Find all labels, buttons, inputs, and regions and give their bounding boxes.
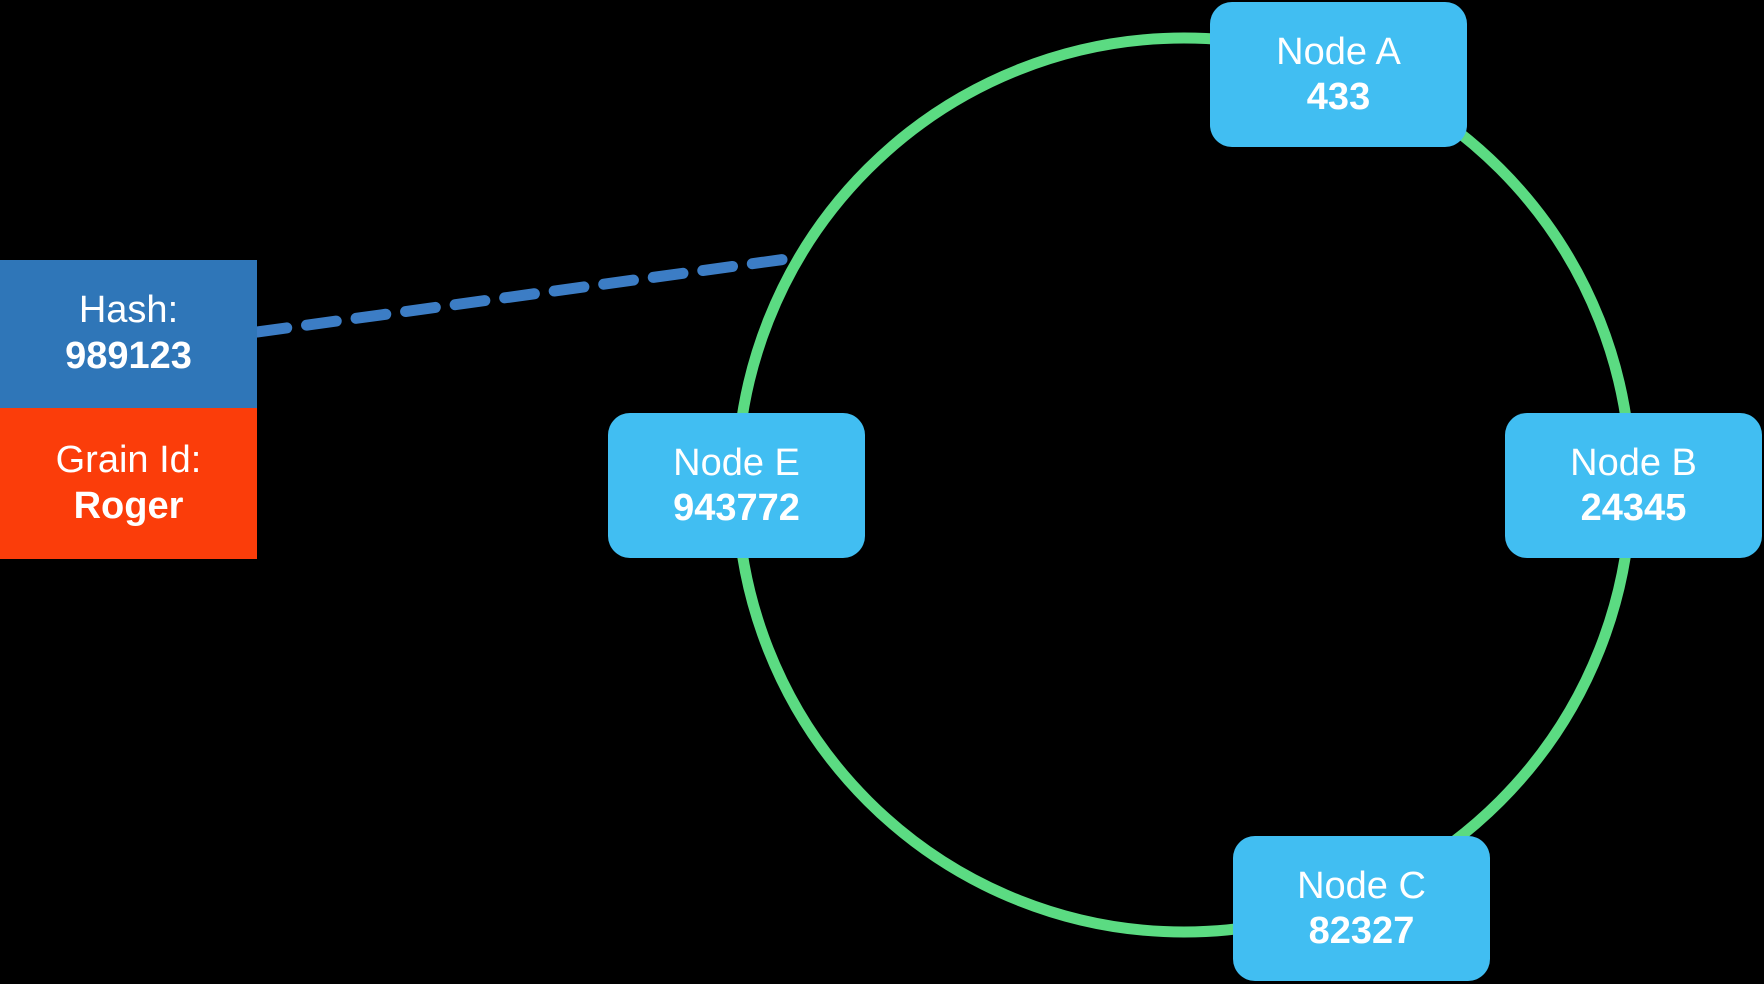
- grain-id-label: Grain Id:: [55, 438, 202, 481]
- node-e-box: Node E 943772: [608, 413, 865, 558]
- node-e-value: 943772: [673, 486, 800, 529]
- node-c-value: 82327: [1308, 909, 1415, 952]
- hash-pointer-dashed-line: [251, 251, 807, 338]
- node-b-value: 24345: [1580, 486, 1687, 529]
- node-c-label: Node C: [1297, 865, 1426, 908]
- grain-id-callout: Grain Id: Roger: [0, 408, 257, 559]
- hash-value: 989123: [65, 335, 192, 377]
- node-a-value: 433: [1306, 75, 1371, 118]
- grain-id-value: Roger: [73, 484, 184, 527]
- node-c-box: Node C 82327: [1233, 836, 1490, 981]
- node-e-label: Node E: [673, 442, 800, 485]
- node-a-label: Node A: [1276, 31, 1401, 74]
- node-b-box: Node B 24345: [1505, 413, 1762, 558]
- node-a-box: Node A 433: [1210, 2, 1467, 147]
- hash-callout: Hash: 989123: [0, 260, 257, 408]
- node-b-label: Node B: [1570, 442, 1697, 485]
- hash-ring-circle: [731, 32, 1637, 938]
- hash-label: Hash:: [78, 289, 179, 332]
